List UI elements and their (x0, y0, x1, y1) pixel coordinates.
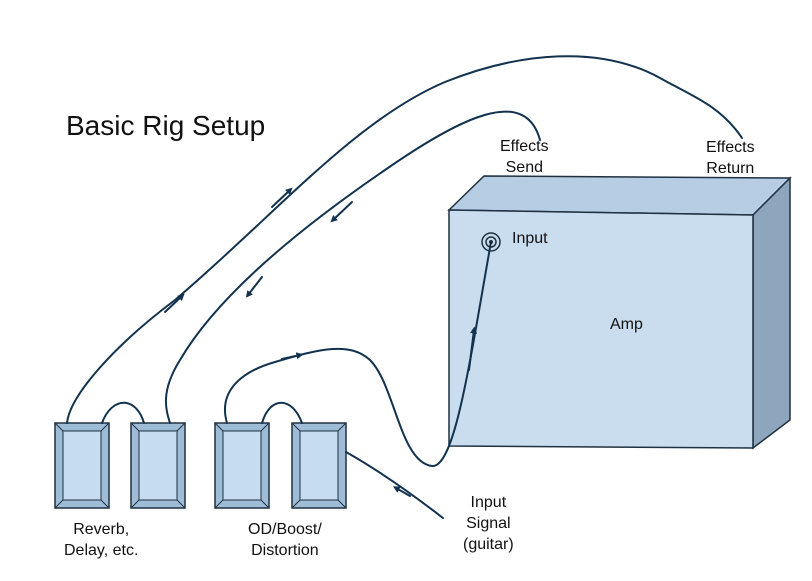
arrow-guitar-in (392, 486, 411, 497)
arrow-return-2 (271, 187, 293, 208)
cable-pedal-delay-to-reverb (101, 402, 145, 424)
effects-send-line-2: Send (505, 159, 543, 176)
diagram-title: Basic Rig Setup (66, 110, 266, 141)
pedal-reverb (54, 422, 110, 509)
effects-return-line-2: Return (706, 160, 755, 177)
pedal-od (214, 422, 270, 509)
effects-return-line-1: Effects (706, 139, 755, 156)
pedal-delay (130, 422, 186, 509)
amp-top (447, 175, 792, 216)
input-signal-line-3: (guitar) (463, 536, 514, 553)
effects-send-line-1: Effects (500, 138, 549, 155)
cable-guitar-in (345, 451, 444, 519)
pedal-group-2-line-1: OD/Boost/ (248, 521, 322, 538)
cable-effects-return (66, 55, 743, 424)
cable-pedal-2-to-1 (261, 402, 303, 424)
arrow-send-1 (330, 201, 353, 223)
input-signal-line-1: Input (470, 494, 507, 511)
cable-to-amp-input (224, 241, 492, 468)
amp-input-label: Input (512, 230, 548, 247)
pedal-group-2-line-2: Distortion (251, 542, 319, 559)
input-signal-label: Input Signal (guitar) (463, 492, 514, 555)
effects-return-label: Effects Return (706, 137, 755, 179)
arrow-return-1 (164, 293, 185, 313)
pedal-distortion (291, 422, 347, 509)
amp (447, 175, 792, 450)
arrow-amp-input (468, 326, 478, 371)
input-signal-line-2: Signal (466, 515, 511, 532)
amp-label: Amp (610, 316, 643, 333)
cable-effects-send (164, 110, 541, 424)
arrow-send-2 (245, 276, 263, 298)
arrow-drive-out (281, 352, 304, 360)
pedal-group-1-label: Reverb, Delay, etc. (64, 519, 138, 561)
pedal-group-1-line-2: Delay, etc. (64, 542, 139, 559)
pedal-group-1-line-1: Reverb, (73, 521, 130, 538)
pedal-group-2-label: OD/Boost/ Distortion (248, 519, 322, 561)
effects-send-label: Effects Send (500, 136, 549, 178)
amp-side (752, 176, 791, 450)
amp-face (448, 209, 754, 449)
